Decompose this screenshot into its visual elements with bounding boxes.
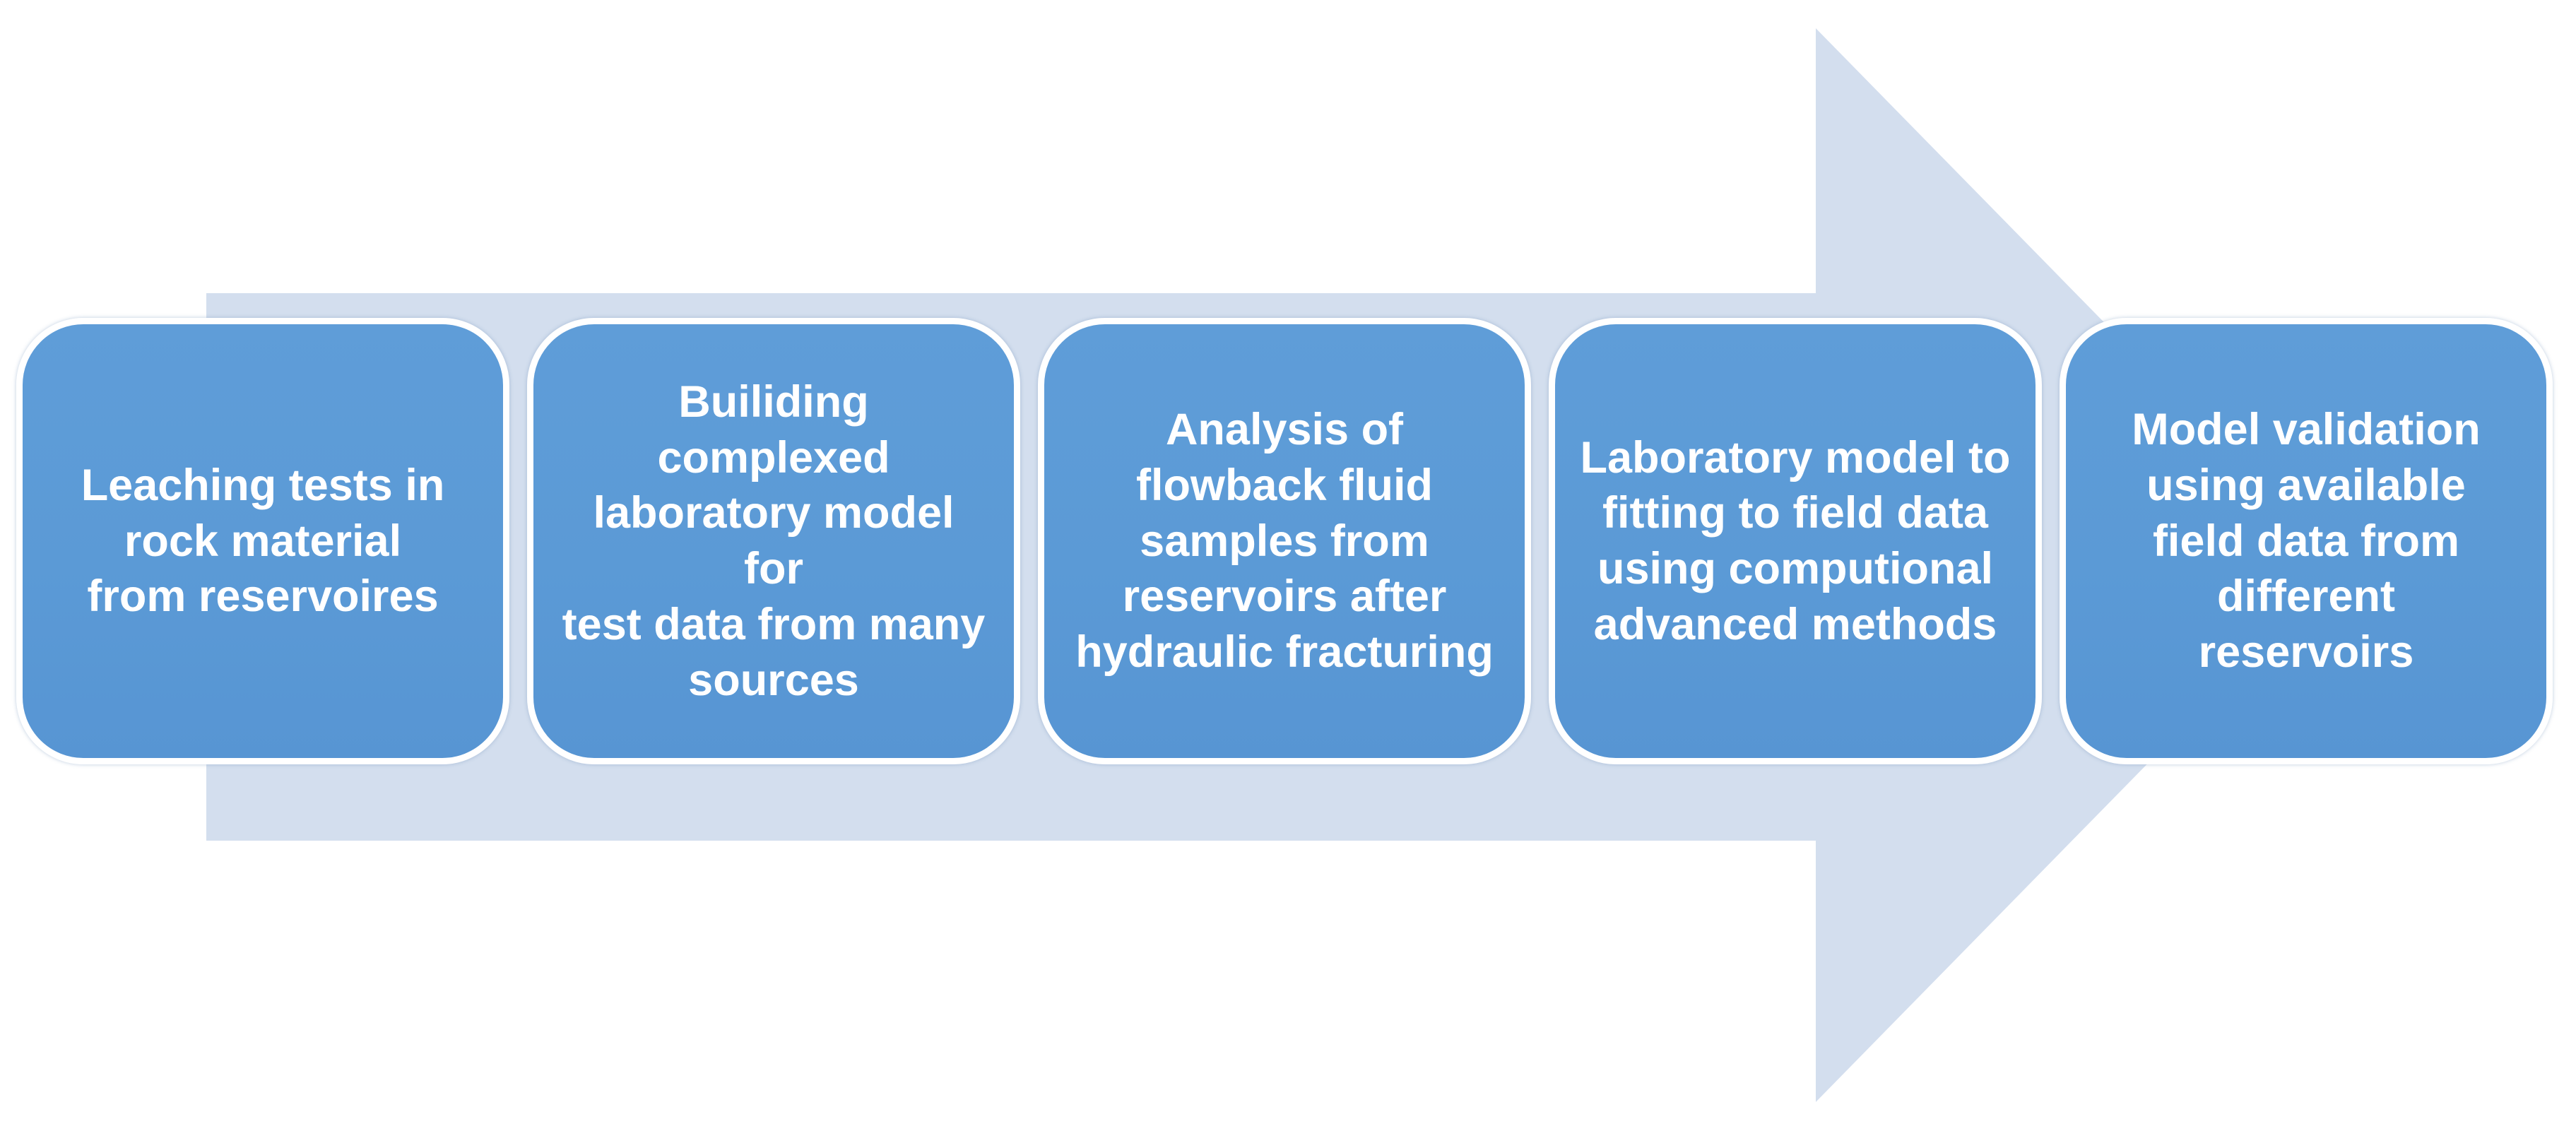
process-step-2: Builiding complexed laboratory model for…: [527, 318, 1020, 764]
process-step-4-label: Laboratory model to fitting to field dat…: [1580, 432, 2011, 649]
process-step-1: Leaching tests in rock material from res…: [16, 318, 509, 764]
process-step-5-label: Model validation using available field d…: [2132, 405, 2481, 677]
process-step-3-label: Analysis of flowback fluid samples from …: [1075, 405, 1494, 677]
process-step-4: Laboratory model to fitting to field dat…: [1549, 318, 2042, 764]
process-step-2-label: Builiding complexed laboratory model for…: [562, 377, 986, 705]
process-step-3: Analysis of flowback fluid samples from …: [1038, 318, 1531, 764]
process-step-1-label: Leaching tests in rock material from res…: [81, 460, 445, 622]
process-step-5: Model validation using available field d…: [2060, 318, 2553, 764]
